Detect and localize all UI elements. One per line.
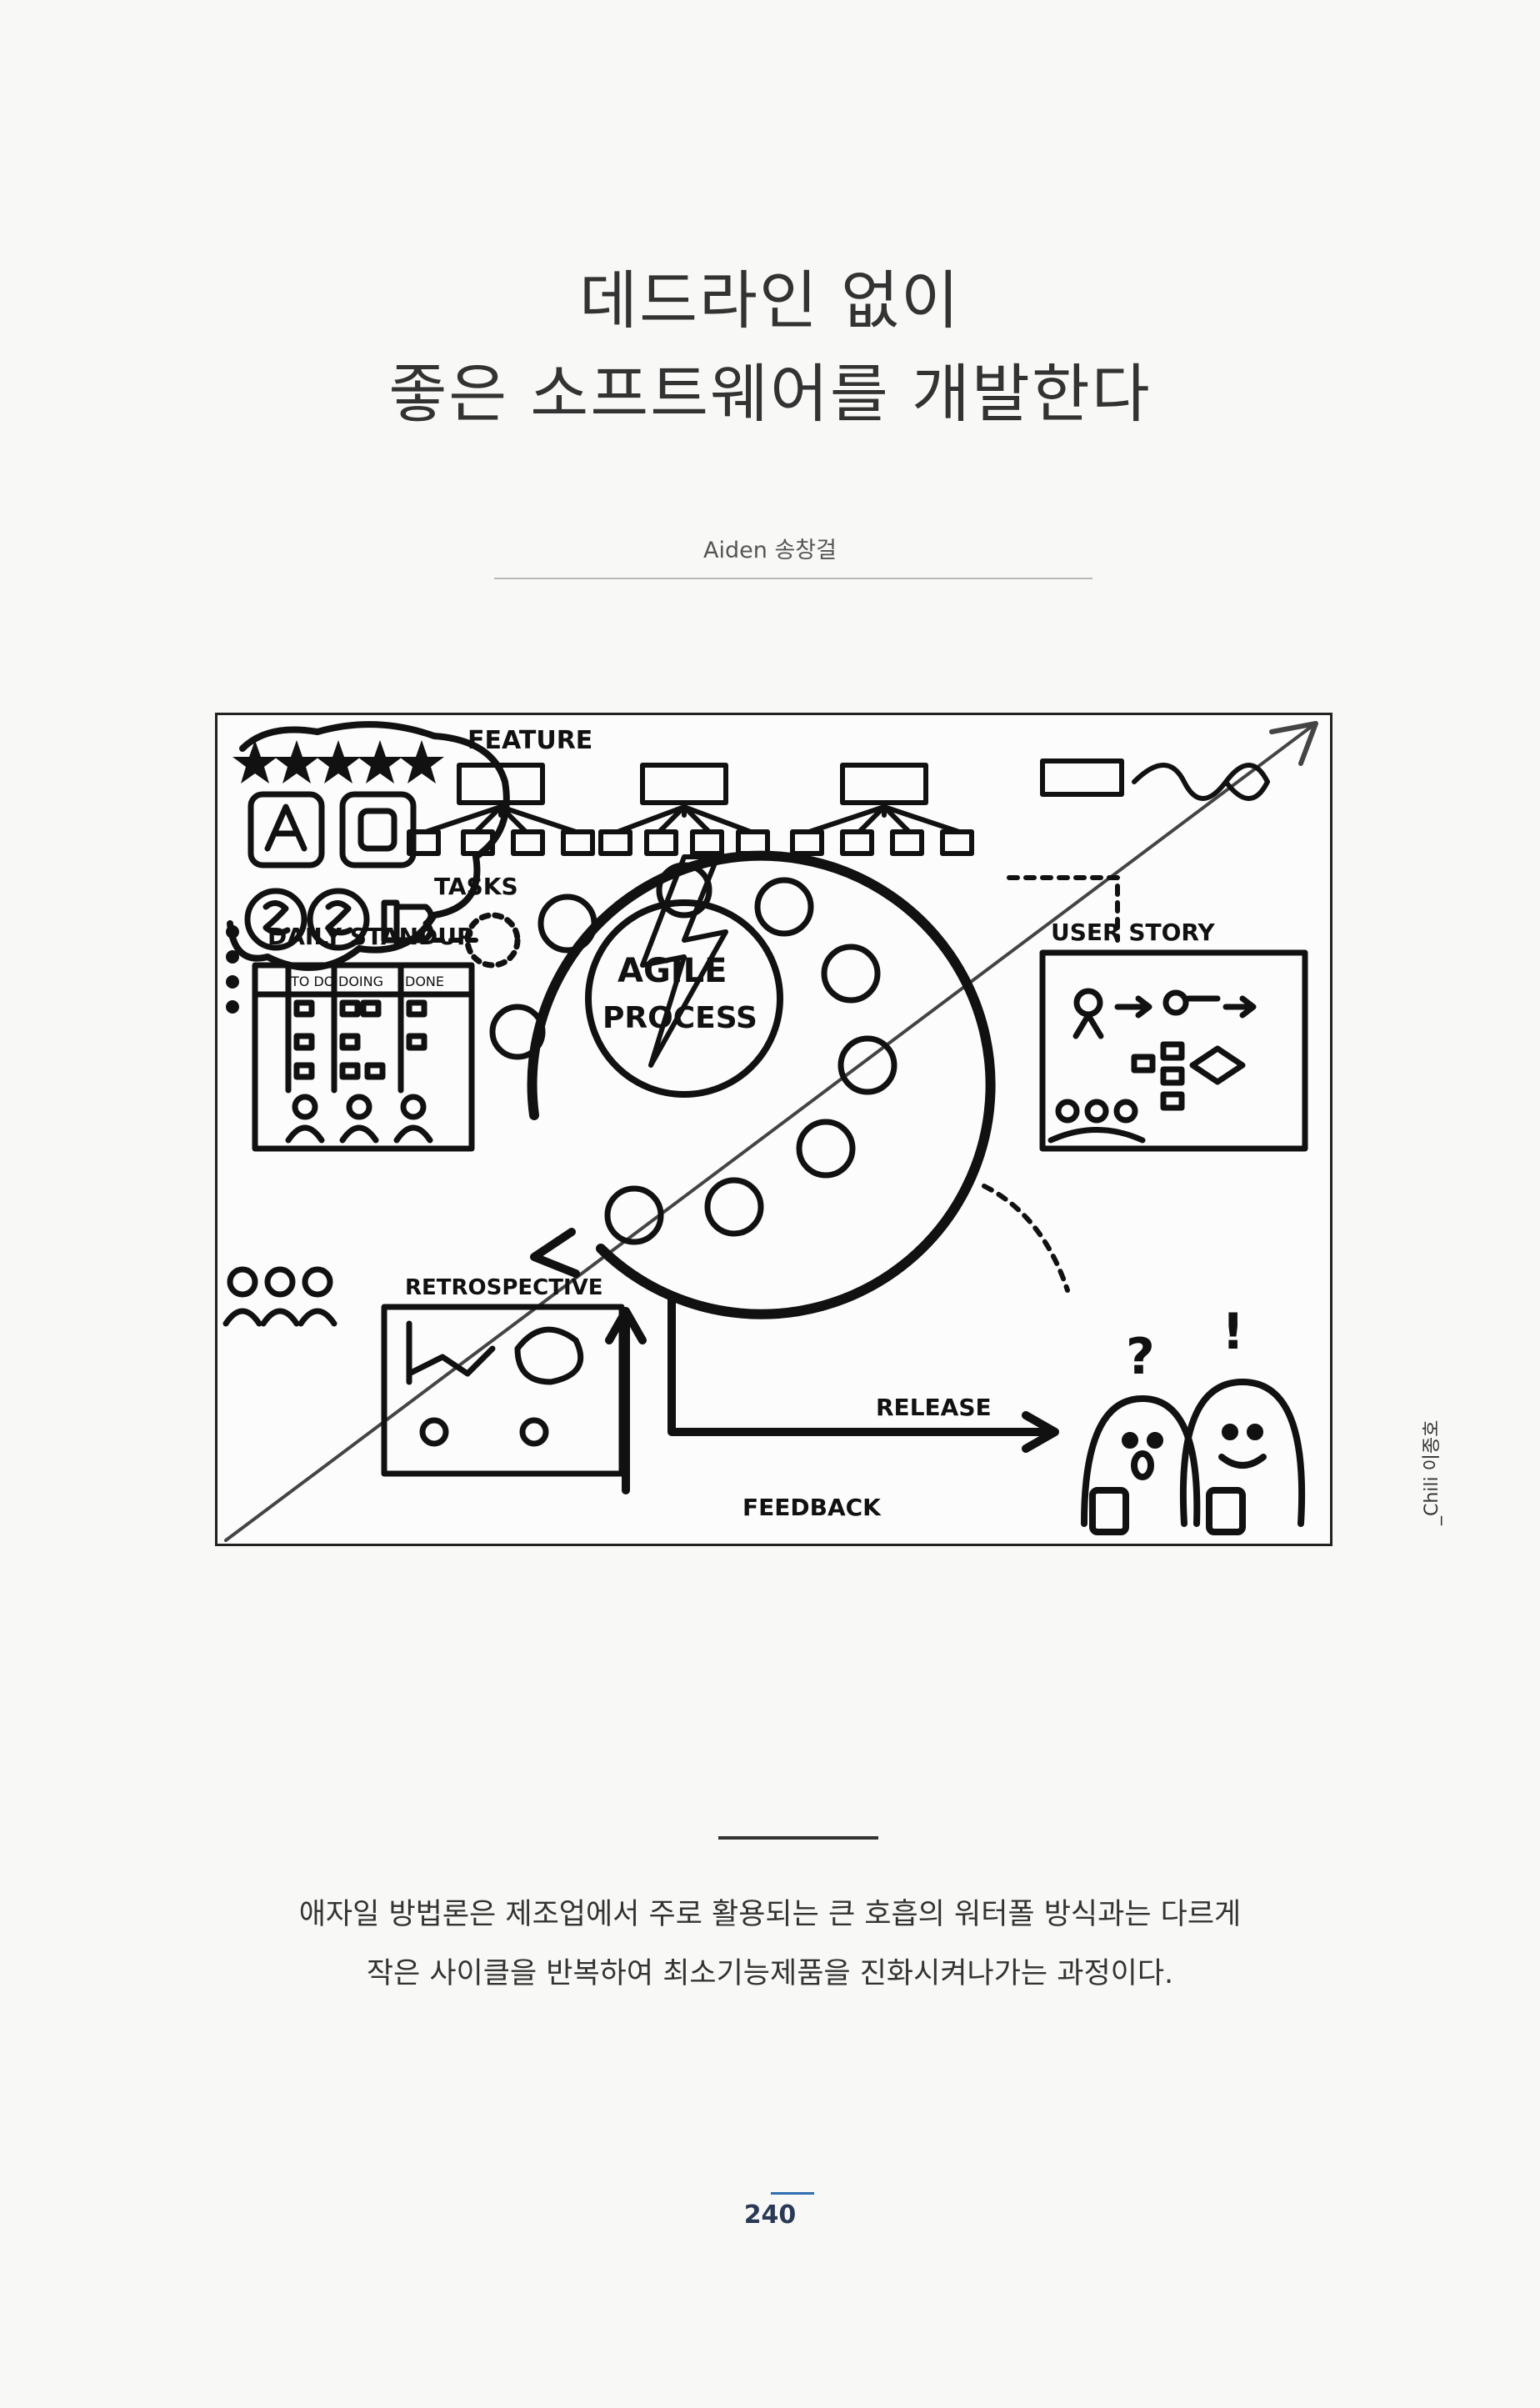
tasks-label: TASKS — [434, 873, 518, 900]
agile-process-illustration: FEATURE TASKS DAILY STANDUP — [215, 713, 1332, 1546]
user-story-board — [1039, 949, 1308, 1152]
author-name: Aiden 송창걸 — [703, 538, 837, 563]
feature-tree-diagram — [407, 758, 1270, 856]
feedback-label: FEEDBACK — [742, 1494, 882, 1521]
dotted-connectors — [398, 875, 1120, 1293]
title-line-2: 좋은 소프트웨어를 개발한다 — [388, 357, 1152, 431]
standup-dots — [226, 925, 239, 1014]
author-divider — [494, 578, 1092, 579]
done-label: DONE — [405, 974, 444, 989]
release-feedback-arrows — [605, 1294, 1059, 1494]
todo-label: TO DO — [290, 974, 334, 989]
process-label: PROCESS — [602, 1001, 758, 1035]
feature-label: FEATURE — [468, 726, 592, 755]
page-number: 240 — [743, 2200, 797, 2230]
kanban-board — [252, 962, 475, 1152]
article-title: 데드라인 없이 좋은 소프트웨어를 개발한다 — [0, 254, 1540, 441]
caption-line-2: 작은 사이클을 반복하여 최소기능제품을 진화시켜나가는 과정이다. — [366, 1957, 1174, 1990]
daily-standup-label: DAILY STANDUP — [268, 923, 474, 950]
users-icon — [1081, 1379, 1306, 1535]
illustration-caption: 애자일 방법론은 제조업에서 주로 활용되는 큰 호흡의 워터폴 방식과는 다르… — [0, 1885, 1540, 2004]
caption-line-1: 애자일 방법론은 제조업에서 주로 활용되는 큰 호흡의 워터폴 방식과는 다르… — [298, 1898, 1242, 1931]
iteration-loops — [464, 862, 898, 1245]
team-people-icon — [222, 1266, 338, 1327]
user-story-label: USER STORY — [1051, 919, 1215, 946]
release-label: RELEASE — [876, 1394, 992, 1421]
exclamation-mark: ! — [1222, 1303, 1244, 1361]
agile-label: AGILE — [618, 952, 727, 990]
diagonal-arrow — [224, 721, 1318, 1542]
star-rating-icon — [232, 740, 444, 783]
caption-divider — [718, 1836, 878, 1840]
question-mark: ? — [1126, 1328, 1155, 1386]
app-store-icon — [248, 791, 417, 869]
page-number-rule — [771, 2192, 814, 2195]
title-line-1: 데드라인 없이 — [579, 263, 961, 338]
doing-label: DOING — [338, 974, 383, 989]
lightning-icon — [640, 854, 728, 1068]
illustration-credit: _Chili 이종호 — [1422, 1419, 1442, 1525]
money-bag-icon — [244, 888, 434, 951]
retrospective-label: RETROSPECTIVE — [405, 1275, 603, 1300]
